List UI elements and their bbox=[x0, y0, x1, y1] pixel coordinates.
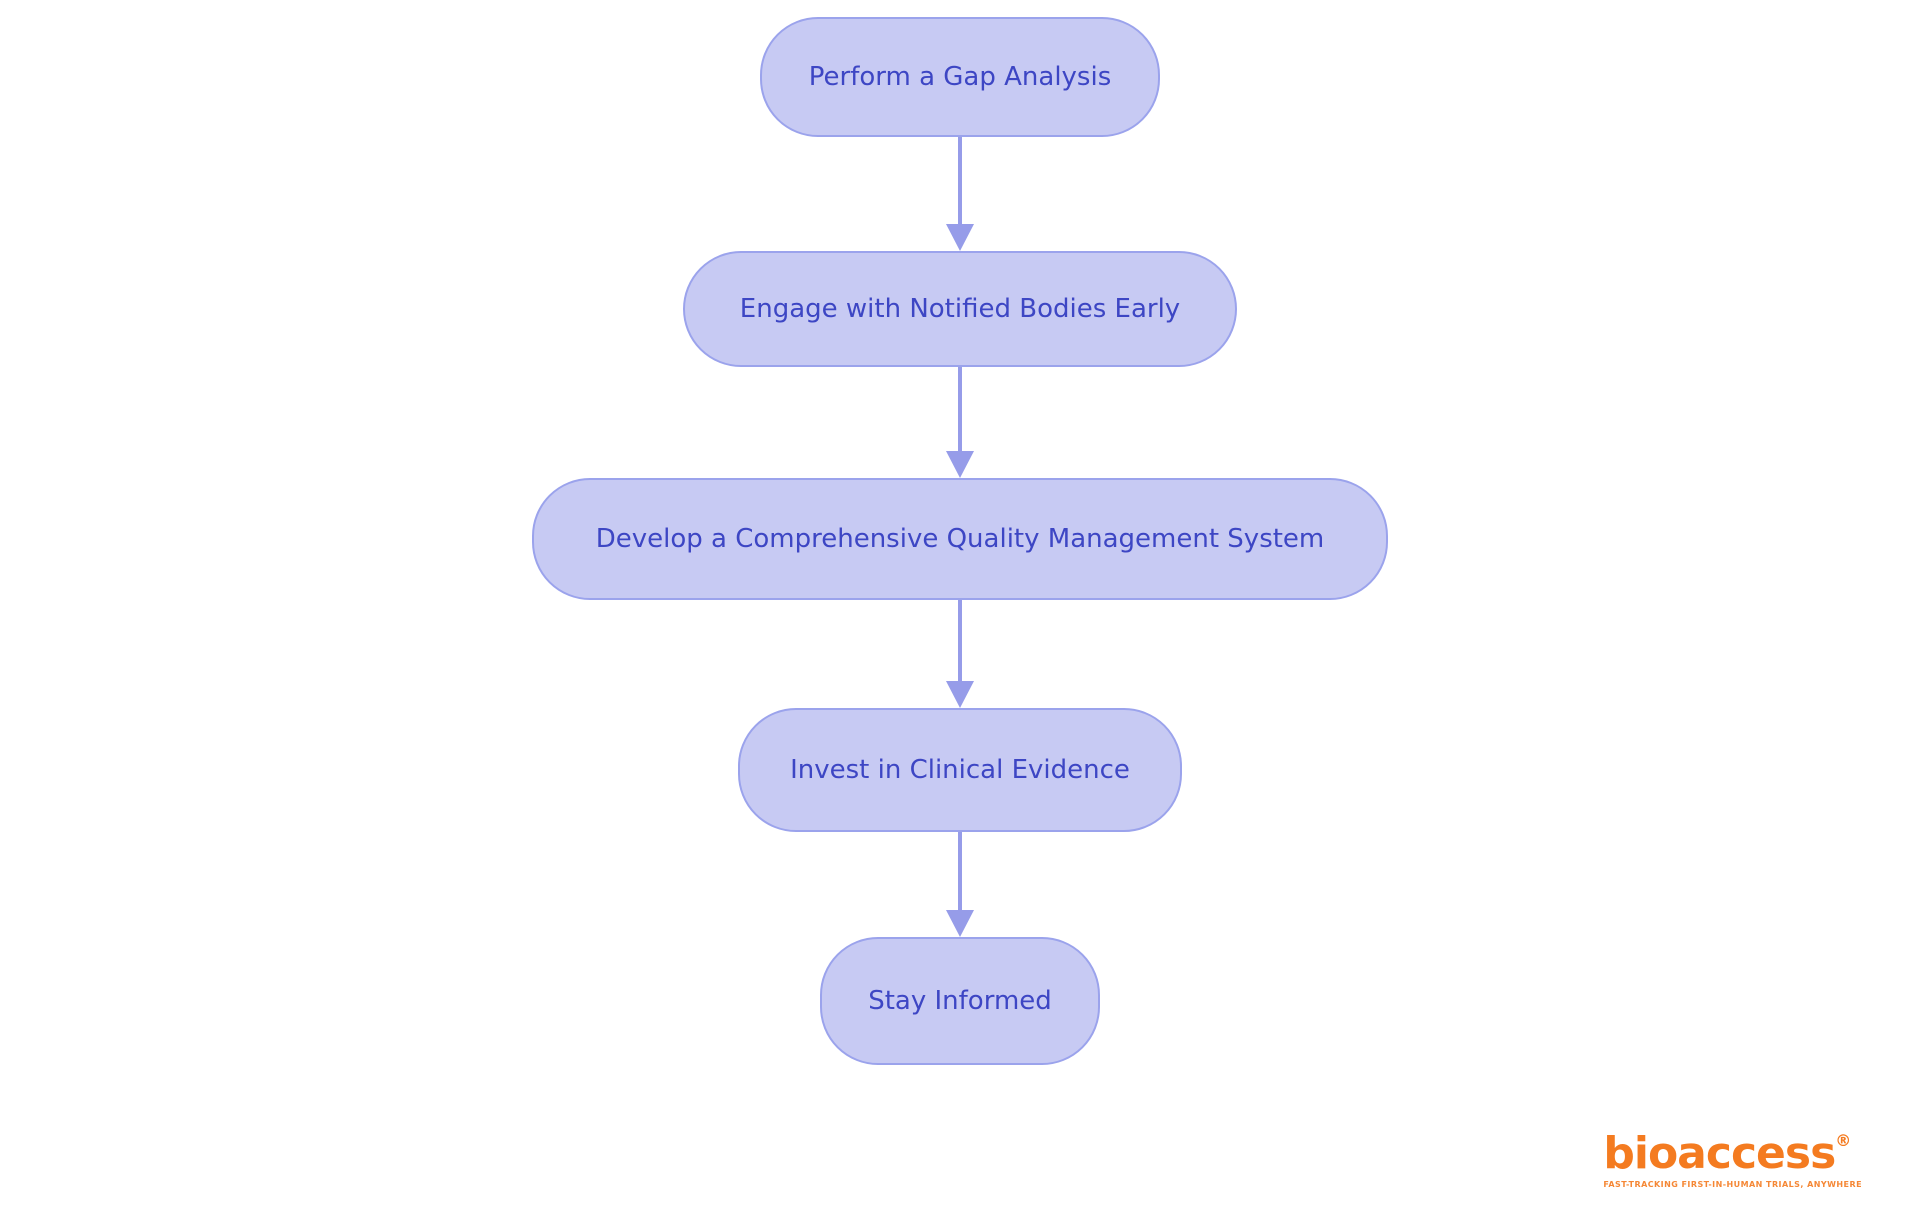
bioaccess-logo: bioaccess® FAST-TRACKING FIRST-IN-HUMAN … bbox=[1603, 1132, 1862, 1190]
flow-node-gap-analysis: Perform a Gap Analysis bbox=[760, 17, 1160, 137]
arrow-shaft bbox=[958, 367, 962, 451]
flow-arrow-2 bbox=[946, 367, 974, 478]
node-label: Perform a Gap Analysis bbox=[808, 62, 1112, 92]
flow-node-notified-bodies: Engage with Notified Bodies Early bbox=[683, 251, 1237, 367]
logo-text: bioaccess bbox=[1603, 1128, 1836, 1179]
flow-arrow-4 bbox=[946, 832, 974, 937]
flow-node-qms: Develop a Comprehensive Quality Manageme… bbox=[532, 478, 1388, 600]
arrow-down-icon bbox=[946, 224, 974, 251]
flow-arrow-3 bbox=[946, 600, 974, 708]
bioaccess-logo-wordmark: bioaccess® bbox=[1603, 1132, 1862, 1176]
logo-tagline: FAST-TRACKING FIRST-IN-HUMAN TRIALS, ANY… bbox=[1603, 1180, 1862, 1189]
registered-trademark-symbol: ® bbox=[1835, 1131, 1852, 1150]
arrow-down-icon bbox=[946, 451, 974, 478]
flowchart: Perform a Gap Analysis Engage with Notif… bbox=[532, 17, 1388, 1065]
flow-node-stay-informed: Stay Informed bbox=[820, 937, 1100, 1065]
node-label: Stay Informed bbox=[868, 986, 1052, 1016]
node-label: Invest in Clinical Evidence bbox=[790, 755, 1130, 785]
node-label: Engage with Notified Bodies Early bbox=[739, 294, 1181, 324]
arrow-down-icon bbox=[946, 910, 974, 937]
arrow-shaft bbox=[958, 600, 962, 681]
flow-node-clinical-evidence: Invest in Clinical Evidence bbox=[738, 708, 1182, 832]
arrow-shaft bbox=[958, 137, 962, 224]
arrow-down-icon bbox=[946, 681, 974, 708]
arrow-shaft bbox=[958, 832, 962, 910]
node-label: Develop a Comprehensive Quality Manageme… bbox=[595, 524, 1325, 554]
flow-arrow-1 bbox=[946, 137, 974, 251]
